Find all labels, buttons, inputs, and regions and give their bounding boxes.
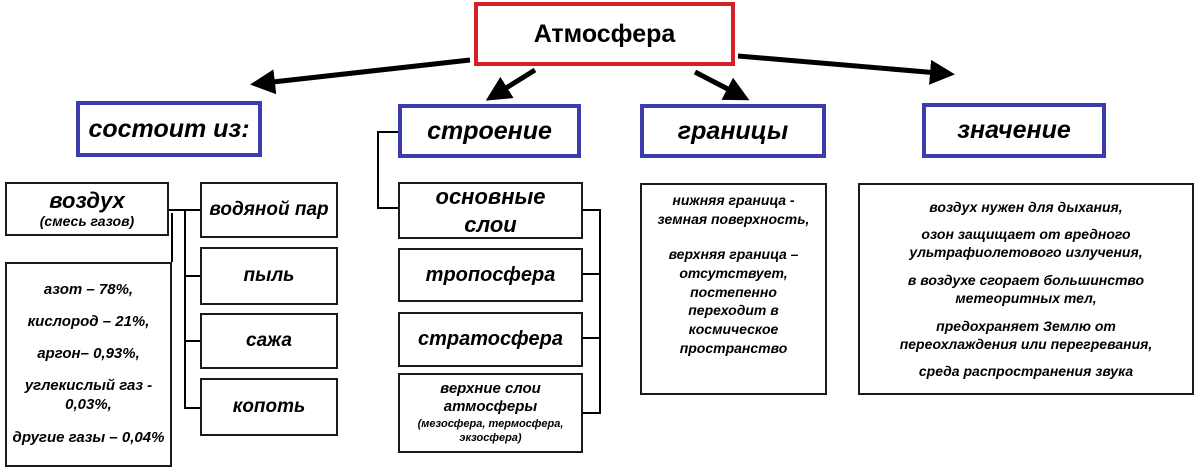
layer-label: тропосфера xyxy=(425,263,556,286)
layer-stratosphere: стратосфера xyxy=(398,312,583,367)
impurity-label: пыль xyxy=(243,265,295,286)
main-layers-label: основные слои xyxy=(435,184,546,237)
arrow-to-structure xyxy=(485,67,537,101)
category-borders-label: границы xyxy=(677,116,789,145)
layers-bracket xyxy=(583,209,601,414)
category-borders: границы xyxy=(640,104,826,158)
air-title: воздух xyxy=(49,188,125,214)
upper-border-text: верхняя граница – отсутствует, постепенн… xyxy=(668,245,799,357)
impurity-smoke: копоть xyxy=(200,378,338,436)
category-structure: строение xyxy=(398,104,581,158)
impurity-label: копоть xyxy=(232,396,306,417)
impurity-soot: сажа xyxy=(200,313,338,369)
significance-item: предохраняет Землю от переохлаждения или… xyxy=(899,318,1153,353)
significance-box: воздух нужен для дыхания, озон защищает … xyxy=(858,183,1194,395)
gas-item: другие газы – 0,04% xyxy=(12,429,165,447)
category-significance: значение xyxy=(922,103,1106,158)
air-box: воздух (смесь газов) xyxy=(5,182,169,236)
impurity-dust: пыль xyxy=(200,247,338,305)
gas-item: азот – 78%, xyxy=(43,280,134,298)
root-title: Атмосфера xyxy=(533,19,676,48)
structure-bracket xyxy=(377,131,398,209)
category-significance-label: значение xyxy=(957,116,1071,144)
significance-item: озон защищает от вредного ультрафиолетов… xyxy=(909,225,1143,260)
gas-item: кислород – 21%, xyxy=(27,312,150,330)
lower-border-text: нижняя граница - земная поверхность, xyxy=(657,192,810,227)
main-layers-box: основные слои xyxy=(398,182,583,239)
air-subtitle: (смесь газов) xyxy=(39,212,135,229)
gas-item: углекислый газ - 0,03%, xyxy=(24,376,153,413)
layer-troposphere: тропосфера xyxy=(398,248,583,302)
upper-layers-box: верхние слои атмосферы (мезосфера, термо… xyxy=(398,373,583,453)
impurity-label: водяной пар xyxy=(209,199,329,221)
significance-item: в воздухе сгорает большинство метеоритны… xyxy=(907,271,1145,306)
borders-box: нижняя граница - земная поверхность, вер… xyxy=(640,183,827,395)
category-structure-label: строение xyxy=(427,116,552,145)
upper-layers-subtitle: (мезосфера, термосфера, экзосфера) xyxy=(417,417,564,445)
root-box: Атмосфера xyxy=(474,2,735,66)
gases-box: азот – 78%, кислород – 21%, аргон– 0,93%… xyxy=(5,262,172,467)
arrow-to-composition xyxy=(250,57,471,95)
category-composition-label: состоит из: xyxy=(88,114,250,143)
impurity-water-vapor: водяной пар xyxy=(200,182,338,238)
significance-item: воздух нужен для дыхания, xyxy=(929,198,1123,215)
impurities-bracket xyxy=(184,209,200,409)
arrow-to-significance xyxy=(737,53,955,85)
gas-item: аргон– 0,93%, xyxy=(37,344,140,362)
impurity-label: сажа xyxy=(246,330,292,351)
arrow-to-borders xyxy=(693,69,750,101)
upper-layers-title: верхние слои атмосферы xyxy=(440,380,541,415)
layer-label: стратосфера xyxy=(418,328,563,350)
significance-item: среда распространения звука xyxy=(918,363,1134,380)
category-composition: состоит из: xyxy=(76,101,262,157)
